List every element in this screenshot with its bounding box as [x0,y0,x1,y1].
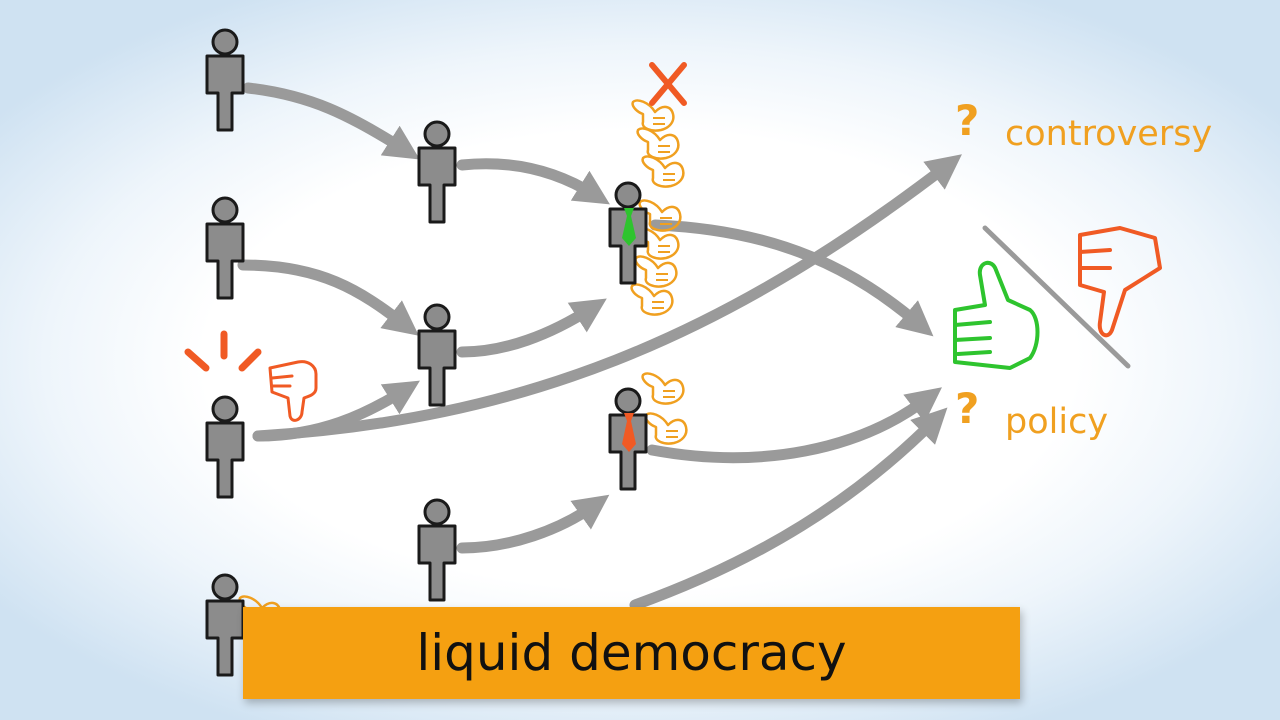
arrow [252,154,962,442]
person-icon [205,28,245,132]
cross-mark-icon [649,62,687,106]
divider-slash [982,225,1131,369]
raised-hand-icon [644,412,688,445]
arrow [237,259,419,336]
title-banner: liquid democracy [243,607,1020,699]
question-mark-icon: ? [955,384,980,433]
banner-title: liquid democracy [416,624,847,682]
arrow [242,82,420,160]
question-mark-icon: ? [955,96,980,145]
person-icon [205,573,245,677]
delegation-arrows [237,82,962,611]
raised-hand-icon [630,283,674,316]
tie-icon [622,208,636,246]
raised-hand-icon [634,255,678,288]
thumbs-down-icon [1078,226,1162,338]
raised-hands-top [630,99,685,316]
arrow [456,298,607,358]
person-icon [205,196,245,300]
raised-hand-icon [636,127,680,160]
person-icon [417,120,457,224]
arrow [649,219,934,337]
arrow [456,494,610,554]
arrow [629,407,948,611]
alert-burst-icon [184,330,262,372]
thumbs-down-icon [268,360,318,422]
people [205,28,648,677]
person-icon [205,395,245,499]
arrow [456,158,610,205]
raised-hand-icon [641,155,685,188]
person-icon [417,303,457,407]
raised-hand-icon [641,372,685,405]
thumbs-up-icon [953,260,1040,370]
arrow [646,387,942,464]
controversy-label: controversy [1005,114,1213,154]
policy-label: policy [1005,402,1109,442]
person-icon [417,498,457,602]
tie-icon [622,413,636,452]
